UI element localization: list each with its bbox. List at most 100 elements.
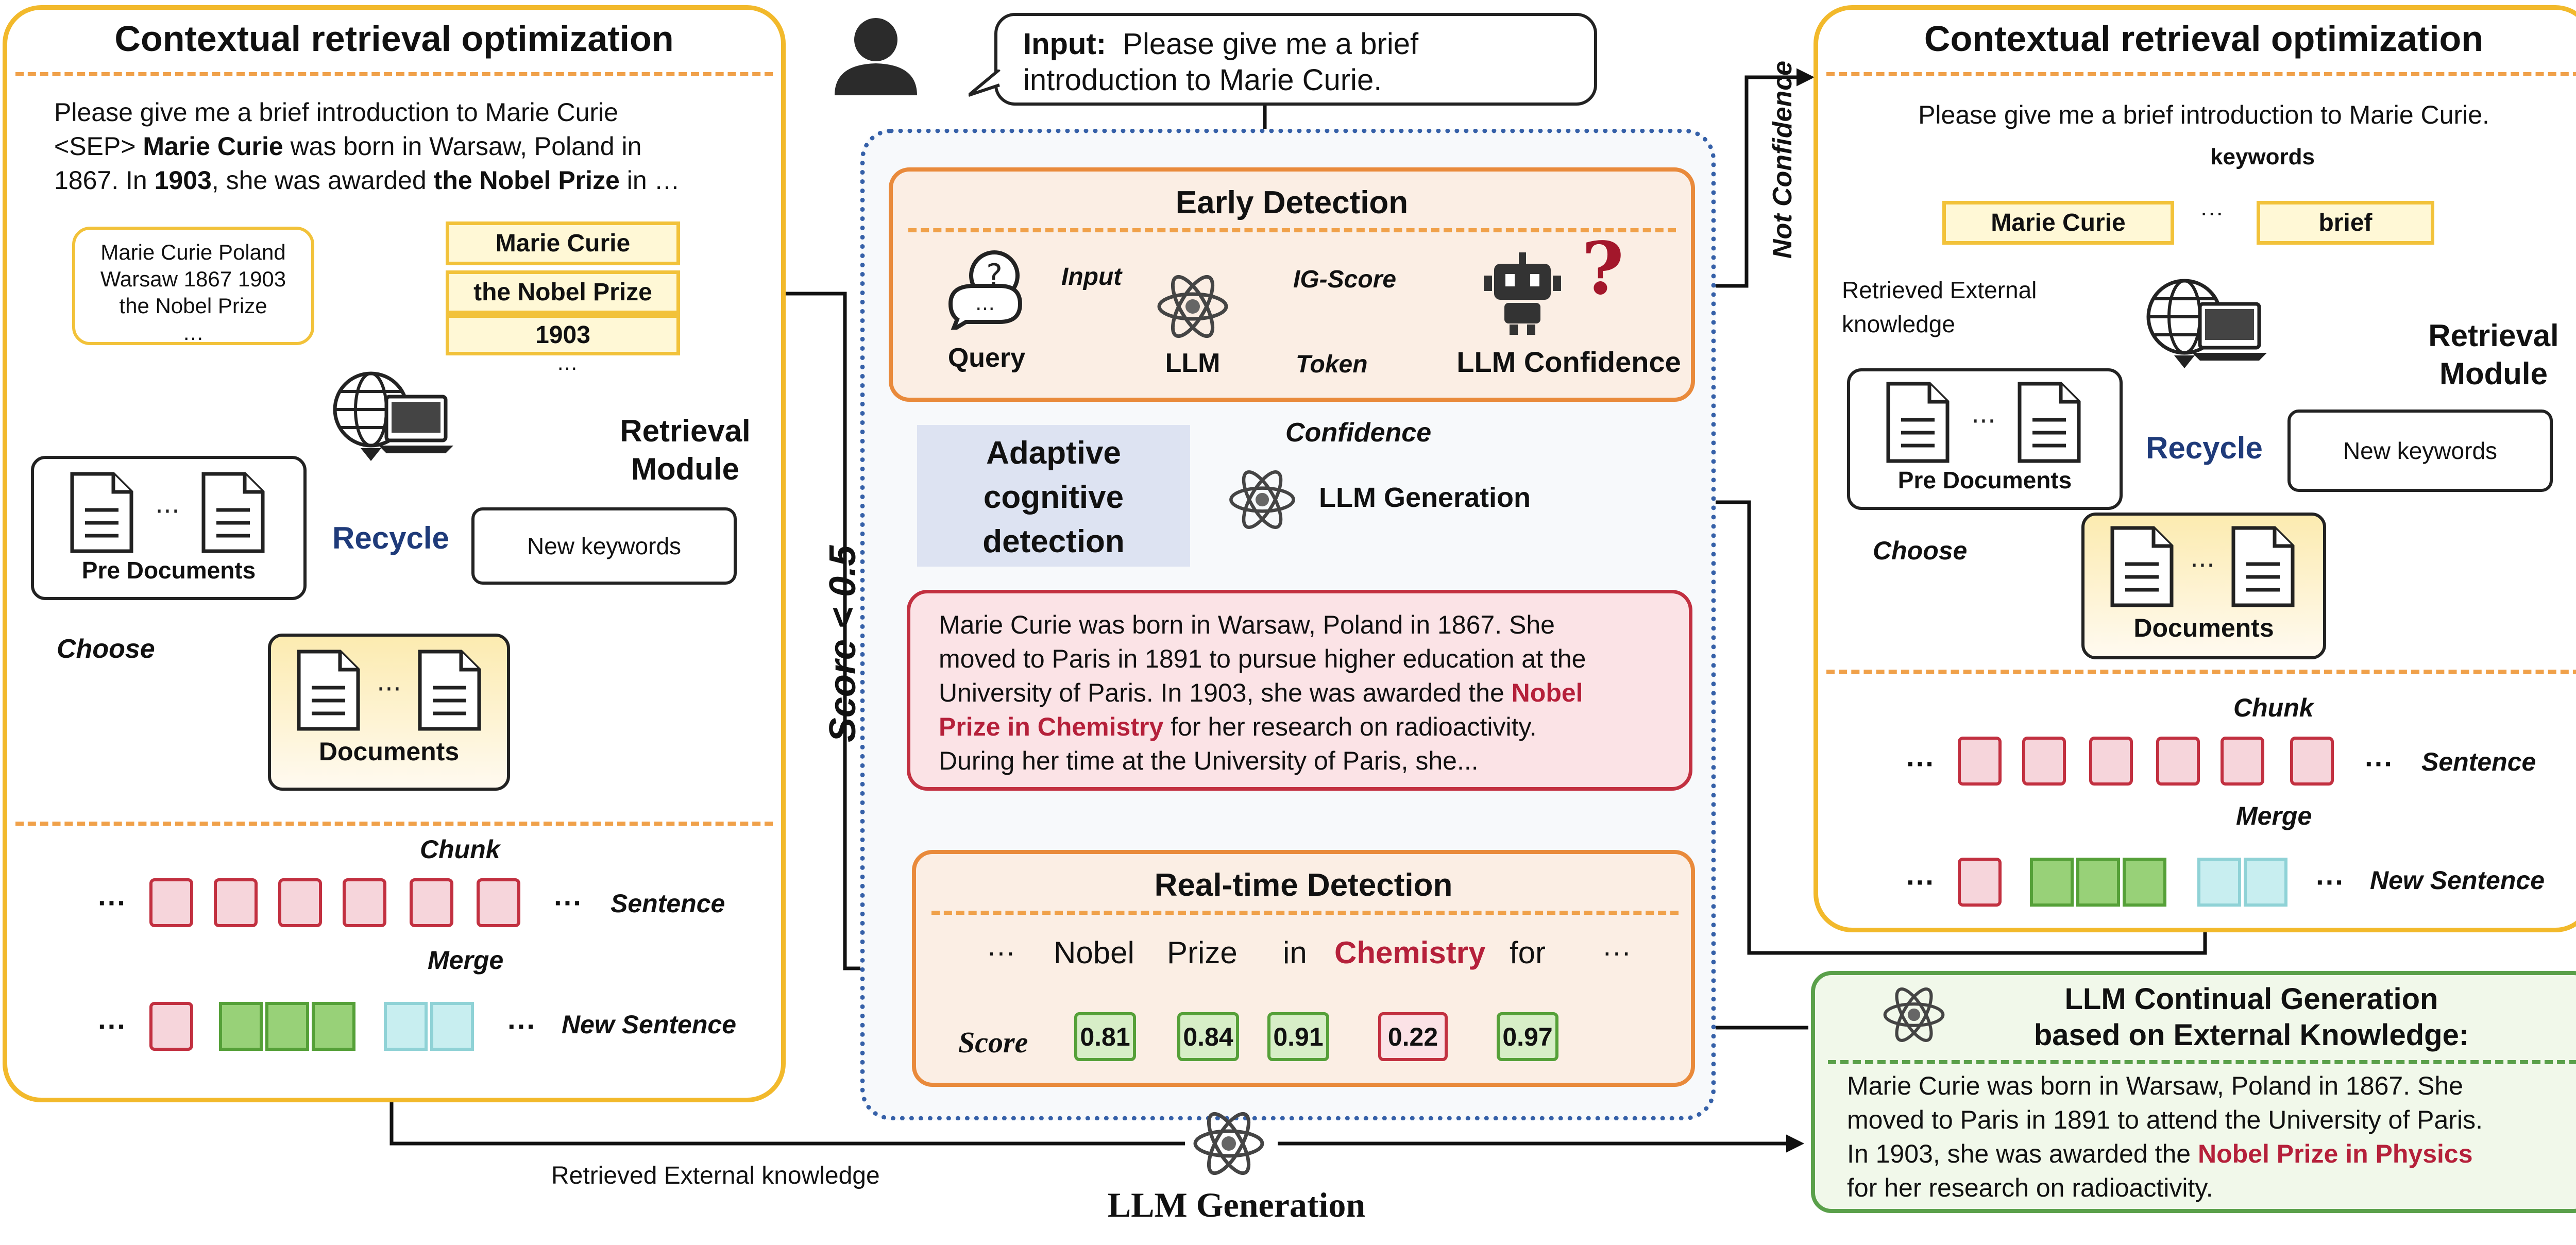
score-0: 0.81 (1074, 1012, 1136, 1061)
right-sentence-dots-start: ··· (1906, 747, 1935, 780)
gen-line-4b: for her research on radioactivity. (1163, 712, 1537, 741)
right-panel-title: Contextual retrieval optimization (1924, 19, 2484, 59)
right-sentence-block (2089, 737, 2133, 786)
continual-text: Marie Curie was born in Warsaw, Poland i… (1847, 1069, 2576, 1205)
llm-label: LLM (1165, 348, 1221, 378)
left-globe-computer-icon (333, 371, 453, 461)
right-module-line-2: Module (2439, 356, 2548, 391)
right-retrieved-line-2: knowledge (1842, 311, 1955, 337)
right-merged-block (2197, 858, 2241, 907)
left-raw-keywords-box: Marie Curie Poland Warsaw 1867 1903 the … (72, 227, 314, 345)
token-1: Nobel (1054, 935, 1134, 970)
left-sentence-block (410, 878, 453, 927)
left-passage-text-5: in … (619, 166, 680, 195)
token-5: for (1510, 935, 1546, 970)
right-merged-block (2076, 858, 2120, 907)
gen-line-4a: Prize in Chemistry (939, 712, 1164, 741)
adaptive-line-3: detection (982, 524, 1125, 559)
left-choose-label: Choose (57, 634, 155, 664)
left-passage: Please give me a brief introduction to M… (54, 95, 775, 197)
left-module-line-2: Module (631, 452, 739, 486)
left-sentence-block (214, 878, 258, 927)
left-merged-block (265, 1002, 309, 1051)
adaptive-line-2: cognitive (983, 480, 1124, 515)
raw-keyword-2: Warsaw 1867 1903 (100, 267, 286, 291)
realtime-title: Real-time Detection (1154, 867, 1453, 903)
input-edge-label: Input (1061, 263, 1122, 291)
gen-line-1: Marie Curie was born in Warsaw, Poland i… (939, 610, 1555, 639)
right-documents-icon: ··· (2110, 526, 2295, 607)
left-keyword-1: Marie Curie (446, 221, 680, 265)
continual-generation-box (1811, 971, 2576, 1213)
right-new-keywords-box: New keywords (2287, 410, 2553, 492)
score-4: 0.97 (1497, 1012, 1558, 1061)
left-passage-line-1: Please give me a brief introduction to M… (54, 98, 618, 127)
svg-text:···: ··· (155, 497, 180, 526)
right-chunk-label: Chunk (2233, 693, 2314, 722)
raw-keyword-3: the Nobel Prize (119, 294, 267, 318)
right-sentence-block (2221, 737, 2264, 786)
left-keyword-2: the Nobel Prize (446, 270, 680, 314)
gen-line-5: During her time at the University of Par… (939, 746, 1479, 775)
score-2: 0.91 (1267, 1012, 1329, 1061)
robot-icon (1484, 252, 1561, 335)
left-chunk-label: Chunk (420, 835, 500, 864)
left-sentence-block (149, 878, 193, 927)
gen-line-2: moved to Paris in 1891 to pursue higher … (939, 644, 1586, 673)
left-passage-sep: <SEP> (54, 132, 143, 161)
right-new-sentence-label: New Sentence (2370, 866, 2545, 895)
svg-text:...: ... (975, 292, 995, 315)
left-new-keywords-box: New keywords (471, 507, 737, 585)
left-sentence-block (278, 878, 322, 927)
left-keyword-3: 1903 (446, 314, 680, 355)
left-passage-text-2: was born in Warsaw, Poland in (283, 132, 642, 161)
raw-keyword-4: … (182, 320, 204, 345)
left-merged-block (219, 1002, 263, 1051)
continual-line-2: moved to Paris in 1891 to attend the Uni… (1847, 1105, 2483, 1134)
left-passage-bold-1: Marie Curie (143, 132, 283, 161)
user-icon (835, 18, 917, 95)
right-merged-block (2244, 858, 2287, 907)
input-label: Input: (1023, 27, 1107, 61)
continual-title: LLM Continual Generation based on Extern… (1947, 981, 2555, 1053)
left-merged-block (430, 1002, 474, 1051)
left-sentence-dots-end: ··· (554, 886, 583, 919)
left-merged-block (312, 1002, 355, 1051)
right-sentence-block (2022, 737, 2066, 786)
right-new-sentence-dots-start: ··· (1906, 866, 1935, 898)
left-panel-title: Contextual retrieval optimization (114, 19, 674, 59)
left-new-sentence-dots-end: ··· (507, 1010, 536, 1043)
left-keywords-more: … (556, 350, 578, 374)
bottom-llm-generation-label: LLM Generation (1107, 1185, 1366, 1224)
right-keyword-1: Marie Curie (1942, 201, 2174, 245)
left-merged-block (384, 1002, 428, 1051)
left-new-sentence-block (149, 1002, 193, 1051)
score-threshold-label: Score < 0.5 (822, 545, 863, 743)
right-sentence-block (2290, 737, 2334, 786)
svg-text:···: ··· (377, 674, 401, 704)
score-1: 0.84 (1177, 1012, 1239, 1061)
right-query-text: Please give me a brief introduction to M… (1918, 100, 2489, 129)
not-confidence-label: Not Confidence (1768, 60, 1798, 259)
right-module-line-1: Retrieval (2428, 318, 2559, 353)
token-label: Token (1296, 351, 1368, 378)
left-new-sentence-dots-start: ··· (98, 1010, 127, 1043)
right-sentence-block (1958, 737, 2002, 786)
right-sentence-label: Sentence (2421, 747, 2536, 776)
left-module-line-1: Retrieval (620, 414, 751, 448)
gen-line-3b: Nobel (1511, 678, 1583, 707)
continual-line-3b: Nobel Prize in Physics (2198, 1139, 2473, 1168)
continual-line-4: for her research on radioactivity. (1847, 1173, 2213, 1202)
left-new-sentence-label: New Sentence (562, 1010, 737, 1039)
left-pre-documents-icon: ··· (70, 472, 265, 553)
input-bubble: Input: Please give me a brief introducti… (994, 13, 1597, 106)
early-detection-title: Early Detection (1175, 185, 1409, 220)
right-retrieval-module-label: Retrieval Module (2416, 317, 2571, 393)
llm-atom-icon (1157, 275, 1228, 338)
input-text-1: Please give me a brief (1123, 27, 1419, 61)
right-keyword-2: brief (2257, 201, 2434, 245)
right-documents-label: Documents (2133, 613, 2274, 642)
left-merge-label: Merge (428, 946, 504, 975)
left-sentence-block (477, 878, 520, 927)
right-new-sentence-block (1958, 858, 2002, 907)
